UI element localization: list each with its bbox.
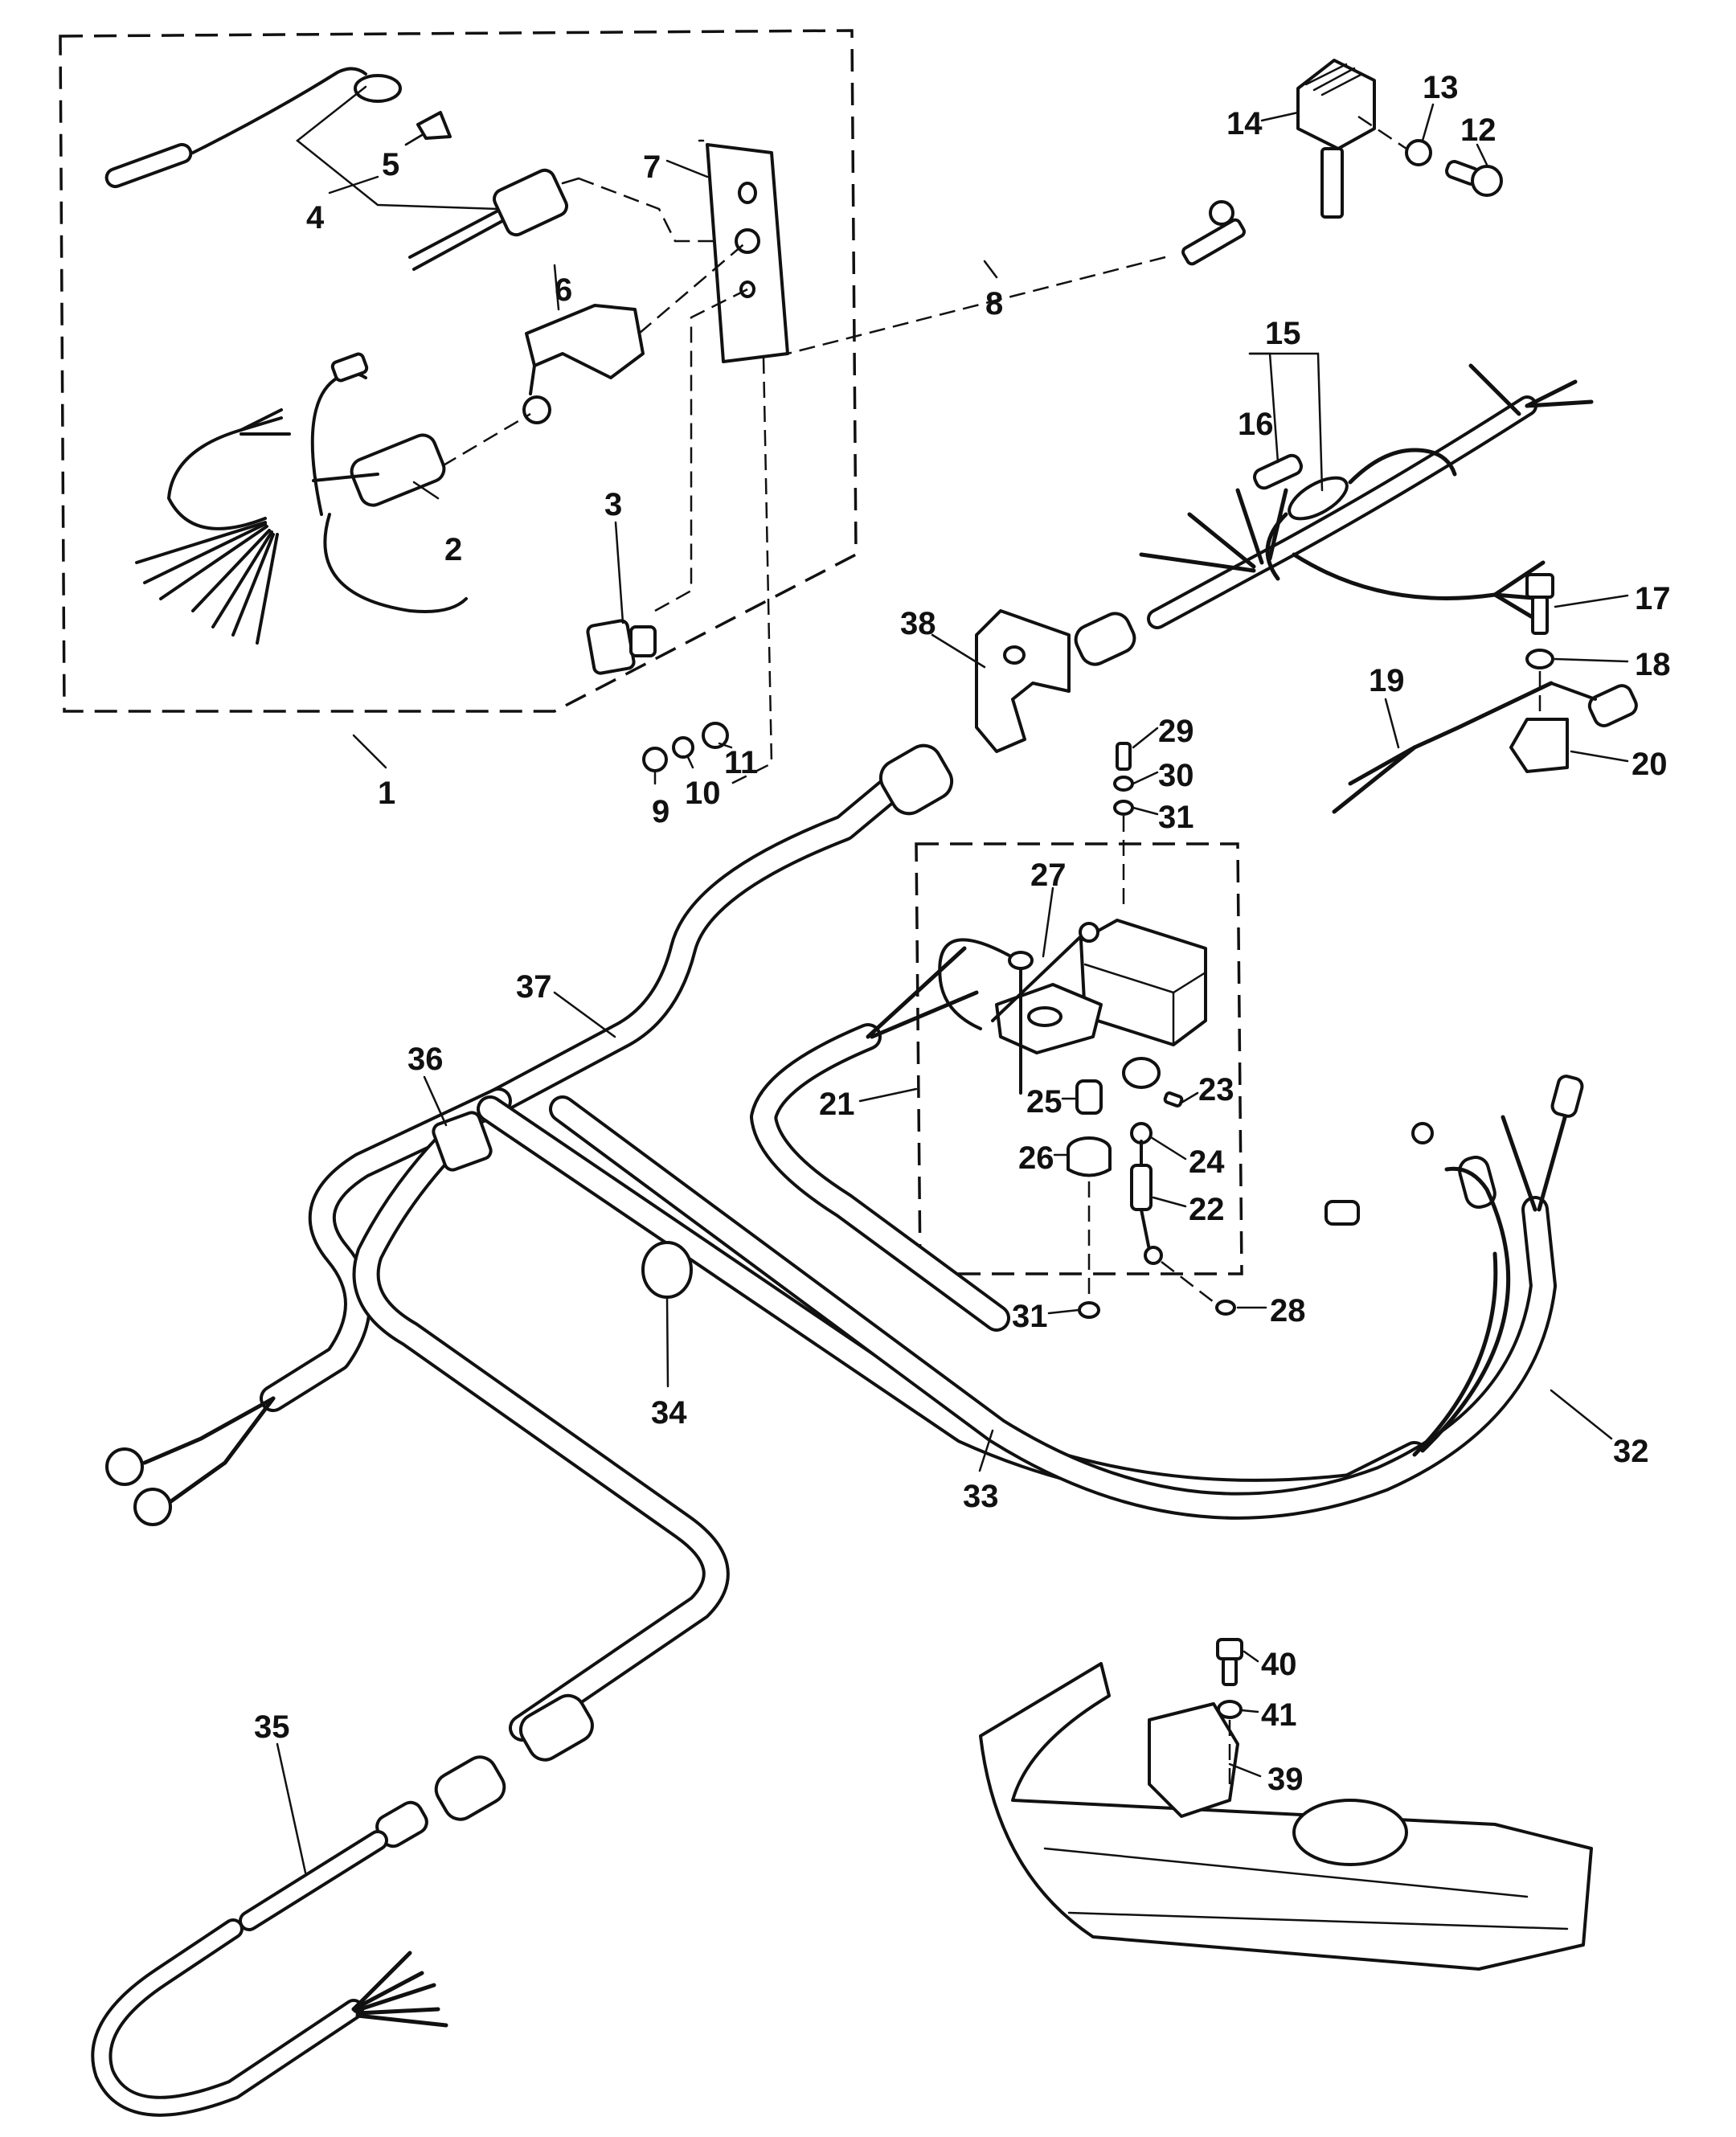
callout-13: 13 <box>1423 70 1459 105</box>
group-1-boundary <box>59 29 858 713</box>
cable-grommet-part-36 <box>432 1111 493 1172</box>
callout-5: 5 <box>382 147 399 182</box>
bolt-part-40 <box>1216 1638 1243 1686</box>
clip-part-28 <box>1215 1300 1236 1316</box>
callout-28: 28 <box>1270 1293 1306 1328</box>
engine-harness-part-15 <box>1074 363 1594 666</box>
push-button-switch-part-3 <box>586 619 657 675</box>
harness-bracket-part-38 <box>975 609 1071 753</box>
cowl-bracket-part-39 <box>979 1662 1593 1971</box>
callout-7: 7 <box>643 149 661 185</box>
callout-10: 10 <box>685 776 721 811</box>
callout-29: 29 <box>1158 714 1194 749</box>
grommet-part-26 <box>1067 1136 1112 1177</box>
callout-16: 16 <box>1238 407 1274 442</box>
callout-1: 1 <box>378 776 395 811</box>
callout-30: 30 <box>1158 758 1194 793</box>
screw-part-12 <box>1445 160 1503 197</box>
stop-switch-body <box>408 168 580 271</box>
callout-26: 26 <box>1018 1140 1054 1176</box>
callout-4: 4 <box>306 200 325 235</box>
nut-part-9 <box>642 747 668 772</box>
callout-2: 2 <box>444 532 462 567</box>
callout-9: 9 <box>652 794 669 829</box>
lead-part-19 <box>1332 681 1638 814</box>
remote-harness-part-35 <box>91 1693 594 2117</box>
callout-35: 35 <box>254 1709 290 1745</box>
lanyard-clip-part-5 <box>416 111 452 140</box>
callout-32: 32 <box>1613 1434 1649 1469</box>
sleeve-part-25 <box>1075 1079 1103 1115</box>
callout-38: 38 <box>900 606 936 641</box>
ignition-switch-part-2 <box>135 352 468 645</box>
callout-11: 11 <box>724 745 758 780</box>
callout-17: 17 <box>1635 581 1671 616</box>
callout-18: 18 <box>1635 647 1671 682</box>
callout-25: 25 <box>1026 1084 1062 1120</box>
callout-3: 3 <box>604 487 622 522</box>
battery-cable-part-32 <box>549 1095 1557 1520</box>
callout-20: 20 <box>1632 747 1668 782</box>
callout-31-top: 31 <box>1158 800 1194 835</box>
starter-solenoid <box>938 919 1207 1095</box>
washer-part-11 <box>702 722 729 749</box>
bracket-part-6 <box>525 304 645 379</box>
callout-33: 33 <box>963 1479 999 1514</box>
callout-19: 19 <box>1369 663 1405 698</box>
washer-part-41 <box>1217 1700 1243 1719</box>
lanyard-stop-switch-part-4 <box>104 67 500 211</box>
washer-part-18 <box>1525 649 1554 669</box>
main-harness-part-37 <box>485 743 954 1115</box>
ring-terminals <box>105 1396 276 1526</box>
callout-36: 36 <box>407 1042 444 1077</box>
callout-6: 6 <box>555 272 572 308</box>
leader-lines <box>276 103 1629 1874</box>
fuse-part-16 <box>1253 453 1303 490</box>
callout-12: 12 <box>1460 113 1496 148</box>
washer-part-31-top <box>1113 800 1134 816</box>
lockwasher-part-30 <box>1113 776 1134 792</box>
callout-23: 23 <box>1198 1072 1234 1107</box>
callout-15: 15 <box>1265 316 1301 351</box>
lockwasher-part-10 <box>672 736 694 759</box>
callout-34: 34 <box>651 1395 687 1431</box>
clip-part-20 <box>1509 718 1569 773</box>
spring-link-parts-22-24 <box>1130 1122 1163 1265</box>
callout-37: 37 <box>516 969 552 1005</box>
plug-part-34 <box>641 1241 693 1299</box>
rectifier-part-14 <box>1296 59 1376 219</box>
terminal-part-23 <box>1122 1057 1184 1107</box>
callout-21: 21 <box>819 1087 855 1122</box>
group-21-boundary <box>915 842 1243 1275</box>
washer-part-13 <box>1405 139 1432 166</box>
bolt-part-17 <box>1525 573 1554 635</box>
callout-27: 27 <box>1030 858 1067 893</box>
screw-part-8 <box>1181 200 1246 266</box>
callout-labels: 1 2 3 4 5 6 7 8 9 10 11 12 13 14 15 16 1… <box>254 70 1671 1797</box>
callout-31-bottom: 31 <box>1012 1299 1048 1334</box>
callout-24: 24 <box>1189 1144 1225 1180</box>
callout-22: 22 <box>1189 1192 1225 1227</box>
washer-part-31-bottom <box>1078 1301 1100 1319</box>
callout-8: 8 <box>985 286 1003 321</box>
callout-14: 14 <box>1226 106 1263 141</box>
callout-41: 41 <box>1261 1697 1297 1733</box>
screw-part-29 <box>1116 742 1132 771</box>
callout-40: 40 <box>1261 1647 1297 1682</box>
callout-39: 39 <box>1267 1762 1304 1797</box>
